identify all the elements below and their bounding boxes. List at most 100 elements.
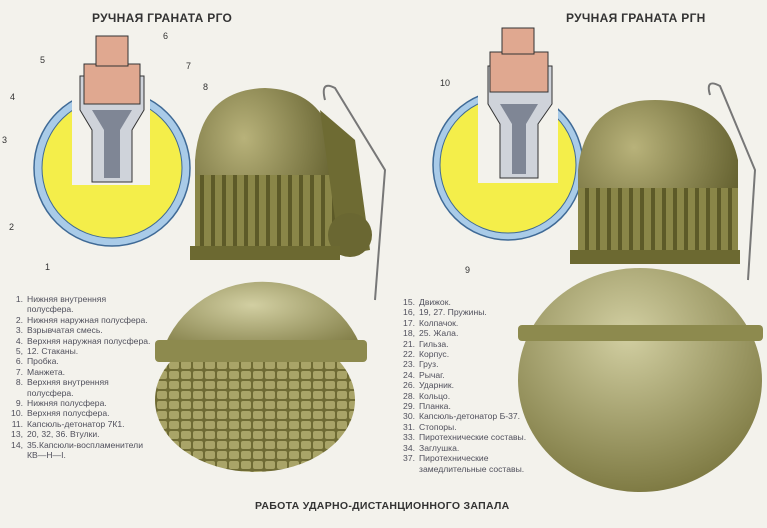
legend-item: 15. Движок. [394,297,534,307]
legend-text: Нижняя наружная полусфера. [27,314,148,325]
rgn-cross-section [432,27,584,241]
title-rgo: РУЧНАЯ ГРАНАТА РГО [92,11,233,25]
legend-text: 35.Капсюли-воспламенители КВ—Н—I. [27,439,143,461]
legend-number: 7. [15,366,23,377]
legend-item: 33. Пиротехнические составы. [394,432,534,442]
legend-item: 8.Верхняя внутренняя полусфера. [2,377,154,398]
legend-item: 21. Гильза. [394,339,534,349]
legend-item: 31. Стопоры. [394,422,534,432]
legend-text: Кольцо. [419,390,451,401]
callout: 6 [163,31,169,41]
legend-text: Ударник. [419,380,455,391]
legend-number: 6. [15,356,23,367]
callout: 7 [186,61,192,71]
legend-number: 5, [15,346,23,357]
legend-item: 10. Верхняя полусфера. [2,408,154,418]
legend-number: 1. [15,294,23,304]
legend-item: 16, 19, 27. Пружины. [394,307,534,317]
legend-number: 26. [403,380,415,391]
legend-item: 5, 12. Стаканы. [2,346,154,356]
legend-item: 11.Капсюль-детонатор 7К1. [2,419,154,429]
legend-text: Рычаг. [419,369,445,380]
legend-text: Пиротехнические замедлительные составы. [419,453,525,474]
legend-item: 3. Взрывчатая смесь. [2,325,154,335]
legend-number: 30. [403,411,415,422]
legend-number: 10. [11,408,23,419]
legend-text: Корпус. [419,349,450,360]
legend-item: 22. Корпус. [394,349,534,359]
callout: 4 [10,92,16,102]
legend-item: 34. Заглушка. [394,443,534,453]
legend-text: Верхняя внутренняя полусфера. [27,377,109,398]
legend-number: 9. [15,398,23,409]
legend-item: 30. Капсюль-детонатор Б-37. [394,411,534,421]
legend-item: 6. Пробка. [2,356,154,366]
legend-text: Заглушка. [419,442,460,453]
legend-text: Манжета. [27,366,66,377]
legend-text: Движок. [419,297,451,307]
legend-item: 26. Ударник. [394,380,534,390]
legend-item: 18, 25. Жала. [394,328,534,338]
legend-item: 7. Манжета. [2,367,154,377]
legend-text: 19, 27. Пружины. [419,307,487,318]
legend-text: 25. Жала. [419,328,459,339]
legend-number: 3. [15,325,23,336]
legend-text: Капсюль-детонатор Б-37. [419,411,521,422]
legend-item: 24. Рычаг. [394,370,534,380]
legend-text: Колпачок. [419,317,459,328]
legend-text: Груз. [419,359,439,370]
legend-item: 4. Верхняя наружная полусфера. [2,336,154,346]
callout: 10 [440,78,451,88]
legend-text: Капсюль-детонатор 7К1. [27,418,125,429]
legend-text: Взрывчатая смесь. [27,325,103,336]
legend-item: 1. Нижняя внутренняя полусфера. [2,294,154,315]
legend-text: Пиротехнические составы. [419,432,527,443]
legend-text: Пробка. [27,356,59,367]
rgo-grenade [155,84,387,472]
legend-number: 21. [403,338,415,349]
legend-number: 23. [403,359,415,370]
legend-number: 15. [403,297,415,307]
legend-text: Верхняя наружная полусфера. [27,335,151,346]
legend-number: 17. [403,317,415,328]
callout: 1 [45,262,51,272]
legend-text: 12. Стаканы. [27,346,79,357]
legend-number: 4. [15,335,23,346]
legend-item: 28.Кольцо. [394,391,534,401]
legend-number: 2. [15,314,23,325]
legend-text: Нижняя полусфера. [27,398,107,409]
legend-text: Стопоры. [419,421,457,432]
legend-text: Гильза. [419,338,449,349]
legend-number: 37. [403,453,415,464]
legend-text: Верхняя полусфера. [27,408,110,419]
callout: 9 [465,265,471,275]
rgn-grenade [518,82,763,492]
legend-number: 13, [11,429,23,440]
legend-item: 2. Нижняя наружная полусфера. [2,315,154,325]
legend-number: 16, [403,307,415,318]
title-rgn: РУЧНАЯ ГРАНАТА РГН [566,11,706,25]
legend-left: 1. Нижняя внутренняя полусфера. 2. Нижняя н… [2,294,154,461]
legend-number: 22. [403,349,415,360]
legend-number: 14, [11,439,23,450]
legend-item: 17. Колпачок. [394,318,534,328]
legend-number: 34. [403,442,415,453]
callout: 8 [203,82,209,92]
callout: 5 [40,55,46,65]
legend-item: 23. Груз. [394,359,534,369]
legend-item: 37. Пиротехнические замедлительные состав… [394,453,534,474]
legend-item: 14, 35.Капсюли-воспламенители КВ—Н—I. [2,440,154,461]
legend-text: 20, 32, 36. Втулки. [27,429,100,440]
legend-text: Планка. [419,401,451,412]
legend-number: 18, [403,328,415,339]
legend-text: Нижняя внутренняя полусфера. [27,294,107,315]
title-bottom: РАБОТА УДАРНО-ДИСТАНЦИОННОГО ЗАПАЛА [255,500,510,512]
rgo-cross-section [33,35,191,247]
legend-right: 15. Движок. 16, 19, 27. Пружины. 17. Колпачок… [394,297,534,474]
legend-number: 31. [403,421,415,432]
legend-number: 33. [403,432,415,443]
callout: 3 [2,135,8,145]
legend-number: 24. [403,369,415,380]
legend-number: 29. [403,401,415,412]
